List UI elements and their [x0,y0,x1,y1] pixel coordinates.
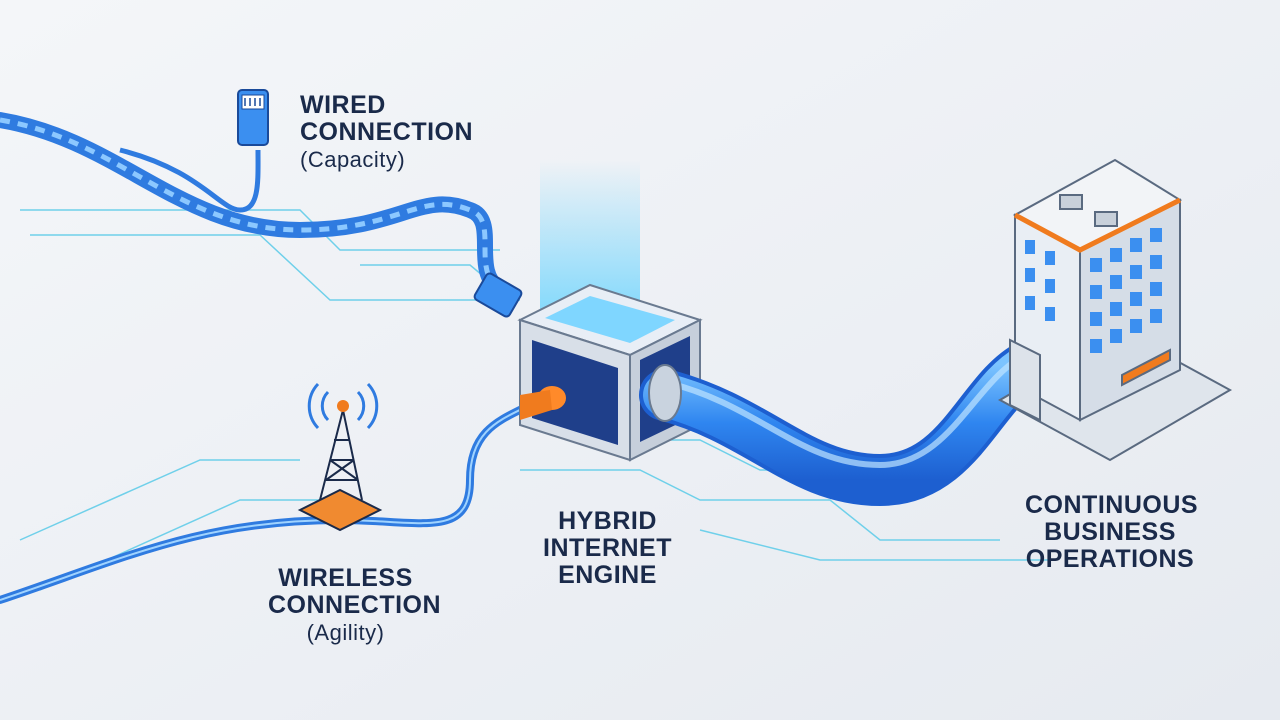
office-building-icon [997,158,1233,462]
wireless-connection-label: WIRELESS CONNECTION (Agility) [268,564,441,646]
building-windows [1025,228,1162,353]
engine-label-line3: ENGINE [558,561,657,589]
wired-label-sub: (Capacity) [300,147,406,172]
wired-label-line2: CONNECTION [300,118,474,146]
cell-tower-icon [297,382,383,532]
engine-label-line2: INTERNET [543,534,672,562]
wired-label-line1: WIRED [300,91,386,119]
wired-cable [0,112,508,298]
business-operations-label: CONTINUOUS BUSINESS OPERATIONS [1025,491,1199,573]
wired-connection-label: WIRED CONNECTION (Capacity) [300,92,473,173]
hybrid-engine-label: HYBRID INTERNET ENGINE [540,508,675,589]
business-label-line3: OPERATIONS [1025,545,1195,573]
main-pipe [639,339,1056,507]
wireless-cable [0,401,534,604]
ethernet-connector-icon [237,89,523,318]
wireless-label-sub: (Agility) [306,620,385,645]
business-label-line1: CONTINUOUS [1025,491,1199,519]
business-label-line2: BUSINESS [1044,518,1176,546]
engine-label-line1: HYBRID [558,507,657,535]
wireless-label-line2: CONNECTION [268,591,442,619]
wireless-label-line1: WIRELESS [278,564,413,592]
